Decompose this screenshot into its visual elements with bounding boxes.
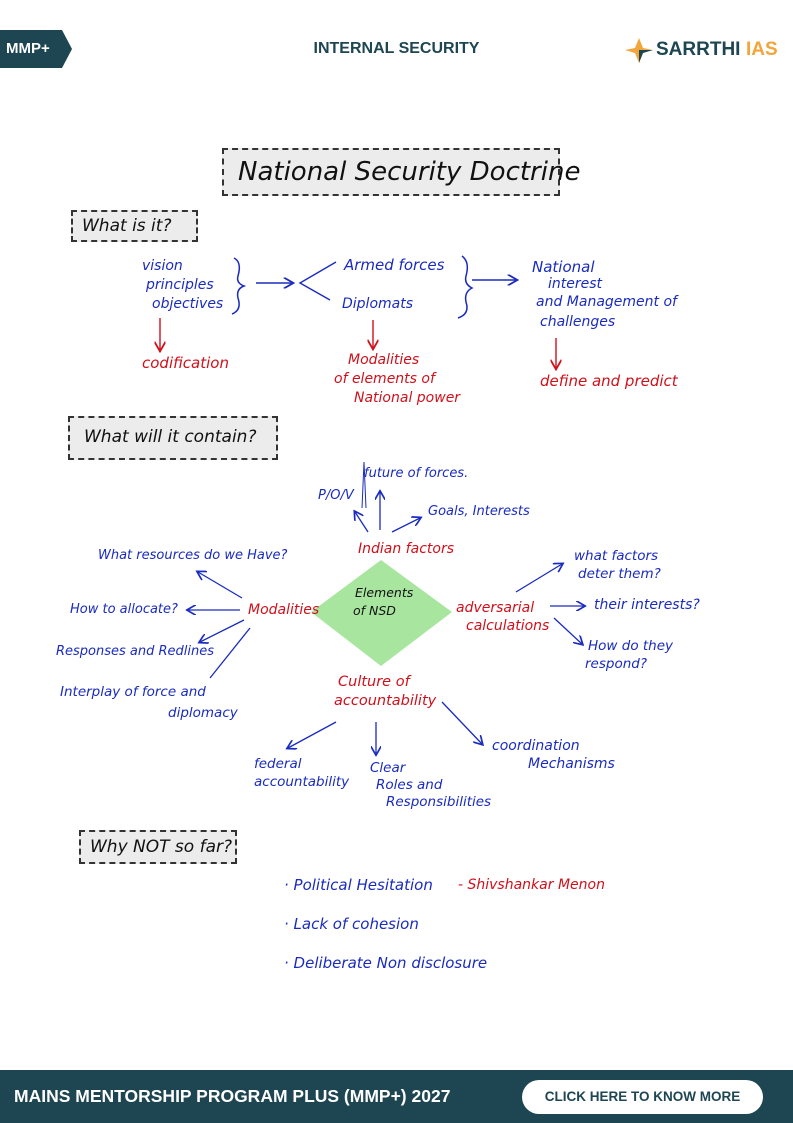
diamond-line2: of NSD: [353, 603, 396, 618]
interplay-line2: diplomacy: [168, 705, 238, 721]
brand-logo[interactable]: SARRTHI IAS: [624, 36, 789, 64]
respond-line1: How do they: [588, 638, 674, 654]
modalities-power-line3: National power: [354, 390, 461, 406]
section-contain-heading: What will it contain?: [84, 427, 257, 447]
section-what-heading: What is it?: [82, 216, 172, 236]
main-title-box: [222, 148, 560, 196]
program-badge: MMP+: [0, 30, 72, 68]
section-what-box: [71, 210, 198, 242]
section-why-box: [79, 830, 237, 864]
bullet-3: · Deliberate Non disclosure: [284, 954, 488, 972]
future-forces-text: future of forces.: [364, 466, 469, 481]
bullet-3-text: Deliberate Non disclosure: [293, 954, 488, 972]
modalities-power-line2: of elements of: [334, 371, 435, 387]
armed-forces-text: Armed forces: [344, 256, 445, 274]
attribution-text: - Shivshankar Menon: [458, 877, 605, 893]
brace-mid: [457, 255, 474, 319]
badge-shape: [0, 30, 72, 68]
main-title: National Security Doctrine: [238, 157, 581, 187]
national-line4: challenges: [540, 314, 616, 330]
interests-text: their interests?: [594, 597, 700, 613]
coordination-line2: Mechanisms: [528, 756, 615, 772]
vision-text: vision: [142, 258, 183, 274]
brace-left: [231, 257, 247, 315]
deter-line2: deter them?: [578, 566, 661, 582]
logo-text-accent: IAS: [746, 39, 778, 60]
bullet-1-text: Political Hesitation: [293, 876, 433, 894]
section-contain-box: [68, 416, 278, 460]
footer-program-text: MAINS MENTORSHIP PROGRAM PLUS (MMP+) 202…: [14, 1086, 451, 1106]
national-line1: National: [532, 258, 595, 276]
clear-line2: Roles and: [376, 777, 443, 793]
pov-text: P/O/V: [318, 488, 354, 503]
diplomats-text: Diplomats: [342, 296, 414, 312]
national-line2: interest: [548, 276, 603, 292]
diamond-line1: Elements: [355, 585, 414, 600]
define-predict-text: define and predict: [540, 372, 678, 390]
goals-text: Goals, Interests: [428, 504, 530, 519]
clear-line1: Clear: [370, 760, 406, 776]
culture-line1: Culture of: [338, 674, 410, 690]
split-fork: [298, 261, 337, 301]
section-why-heading: Why NOT so far?: [90, 837, 233, 857]
bullet-2-text: Lack of cohesion: [293, 915, 419, 933]
know-more-button[interactable]: CLICK HERE TO KNOW MORE: [522, 1080, 763, 1114]
national-line3: and Management of: [536, 294, 677, 310]
responses-text: Responses and Redlines: [56, 644, 215, 659]
logo-text-main: SARRTHI: [656, 39, 741, 60]
federal-line2: accountability: [254, 774, 350, 790]
coordination-line1: coordination: [492, 738, 580, 754]
federal-line1: federal: [254, 756, 302, 772]
arrow-logo-icon: [625, 38, 653, 63]
bullet-1: · Political Hesitation: [284, 876, 433, 894]
badge-label: MMP+: [6, 40, 50, 57]
footer-bar: MAINS MENTORSHIP PROGRAM PLUS (MMP+) 202…: [0, 1070, 793, 1123]
modalities-power-line1: Modalities: [348, 352, 420, 368]
respond-line2: respond?: [585, 656, 648, 672]
interplay-line1: Interplay of force and: [60, 684, 206, 700]
modalities-text: Modalities: [248, 602, 320, 618]
bullet-2: · Lack of cohesion: [284, 915, 419, 933]
objectives-text: objectives: [152, 296, 224, 312]
page-title: INTERNAL SECURITY: [313, 40, 480, 57]
clear-line3: Responsibilities: [386, 794, 492, 810]
adversarial-line2: calculations: [466, 618, 550, 634]
culture-line2: accountability: [334, 693, 437, 709]
adversarial-line1: adversarial: [456, 600, 535, 616]
allocate-text: How to allocate?: [70, 602, 178, 617]
elements-diamond: [311, 560, 452, 666]
indian-factors-text: Indian factors: [358, 541, 454, 557]
resources-text: What resources do we Have?: [98, 548, 288, 563]
principles-text: principles: [146, 277, 214, 293]
codification-text: codification: [142, 354, 229, 372]
deter-line1: what factors: [574, 548, 659, 564]
